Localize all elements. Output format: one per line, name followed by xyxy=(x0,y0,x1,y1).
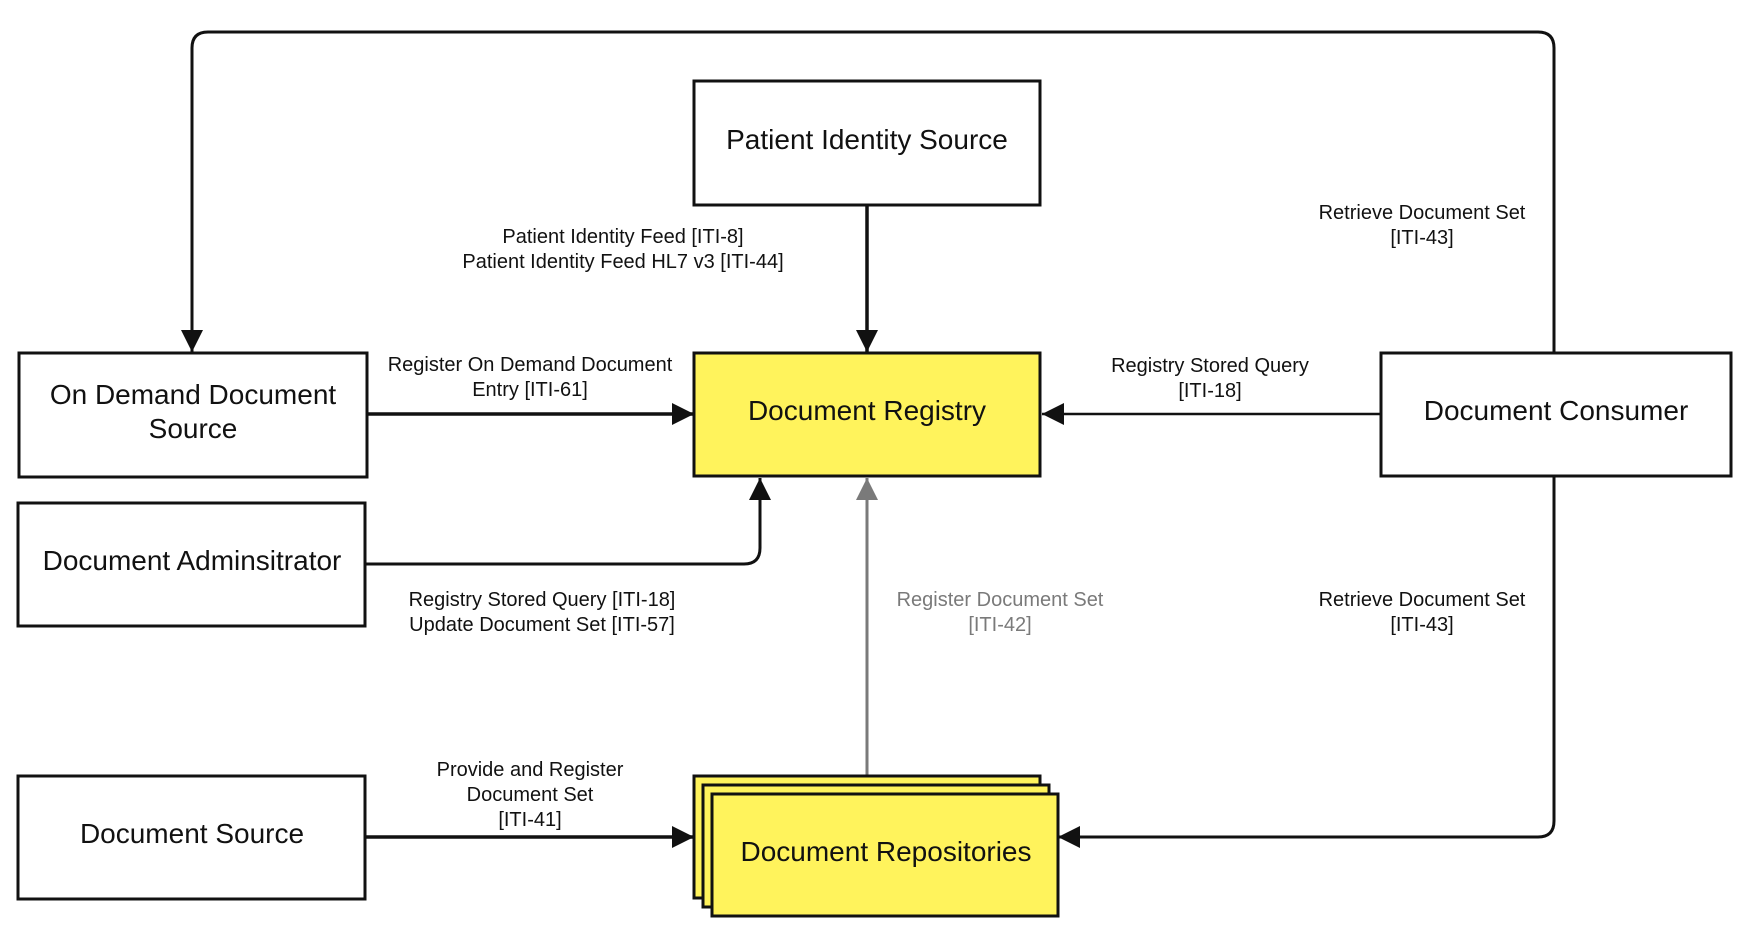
retrieve-document-set-top-line2: [ITI-43] xyxy=(1390,227,1453,249)
document-repositories-front-card xyxy=(710,792,1060,918)
register-document-set-label: Register Document Set [ITI-42] xyxy=(897,589,1104,636)
retrieve-document-set-bottom-label: Retrieve Document Set [ITI-43] xyxy=(1319,589,1526,636)
patient-identity-source-box: Patient Identity Source xyxy=(692,79,1042,207)
provide-and-register-line3: [ITI-41] xyxy=(498,809,561,831)
document-consumer-box: Document Consumer xyxy=(1379,351,1733,478)
document-consumer-label: Document Consumer xyxy=(1424,395,1689,426)
register-on-demand-line2: Entry [ITI-61] xyxy=(472,379,588,401)
document-registry-label: Document Registry xyxy=(748,395,986,426)
document-administrator-label: Document Adminsitrator xyxy=(43,545,342,576)
on-demand-document-source-label-line2: Source xyxy=(149,413,238,444)
retrieve-document-set-top-line1: Retrieve Document Set xyxy=(1319,202,1526,224)
registry-query-update-label: Registry Stored Query [ITI-18] Update Do… xyxy=(409,589,676,636)
patient-identity-feed-line1: Patient Identity Feed [ITI-8] xyxy=(502,226,743,248)
retrieve-document-set-top-arrow xyxy=(181,30,1556,352)
on-demand-document-source-box: On Demand Document Source xyxy=(17,351,369,479)
registry-query-update-line2: Update Document Set [ITI-57] xyxy=(409,614,675,636)
retrieve-document-set-top-label: Retrieve Document Set [ITI-43] xyxy=(1319,202,1526,249)
provide-and-register-label: Provide and Register Document Set [ITI-4… xyxy=(437,759,624,831)
retrieve-document-set-bottom-line1: Retrieve Document Set xyxy=(1319,589,1526,611)
document-administrator-arrow xyxy=(365,478,771,566)
document-source-label: Document Source xyxy=(80,818,304,849)
document-registry-box: Document Registry xyxy=(692,351,1042,478)
on-demand-document-source-label-line1: On Demand Document xyxy=(50,379,337,410)
retrieve-document-set-bottom-arrow xyxy=(1058,476,1556,848)
register-on-demand-label: Register On Demand Document Entry [ITI-6… xyxy=(388,354,673,401)
registry-stored-query-consumer-line1: Registry Stored Query xyxy=(1111,355,1309,377)
registry-stored-query-consumer-line2: [ITI-18] xyxy=(1178,380,1241,402)
document-source-box: Document Source xyxy=(16,774,367,901)
provide-and-register-line2: Document Set xyxy=(467,784,594,806)
patient-identity-feed-line2: Patient Identity Feed HL7 v3 [ITI-44] xyxy=(462,251,783,273)
registry-stored-query-consumer-label: Registry Stored Query [ITI-18] xyxy=(1111,355,1309,402)
document-repositories-label: Document Repositories xyxy=(740,836,1031,867)
retrieve-document-set-bottom-line2: [ITI-43] xyxy=(1390,614,1453,636)
document-administrator-box: Document Adminsitrator xyxy=(16,501,367,628)
registry-query-update-line1: Registry Stored Query [ITI-18] xyxy=(409,589,676,611)
register-document-set-line2: [ITI-42] xyxy=(968,614,1031,636)
provide-and-register-line1: Provide and Register xyxy=(437,759,624,781)
document-repositories-stack: Document Repositories xyxy=(692,774,1060,918)
register-document-set-line1: Register Document Set xyxy=(897,589,1104,611)
patient-identity-feed-label: Patient Identity Feed [ITI-8] Patient Id… xyxy=(462,226,783,273)
register-on-demand-line1: Register On Demand Document xyxy=(388,354,673,376)
patient-identity-source-label: Patient Identity Source xyxy=(726,124,1008,155)
